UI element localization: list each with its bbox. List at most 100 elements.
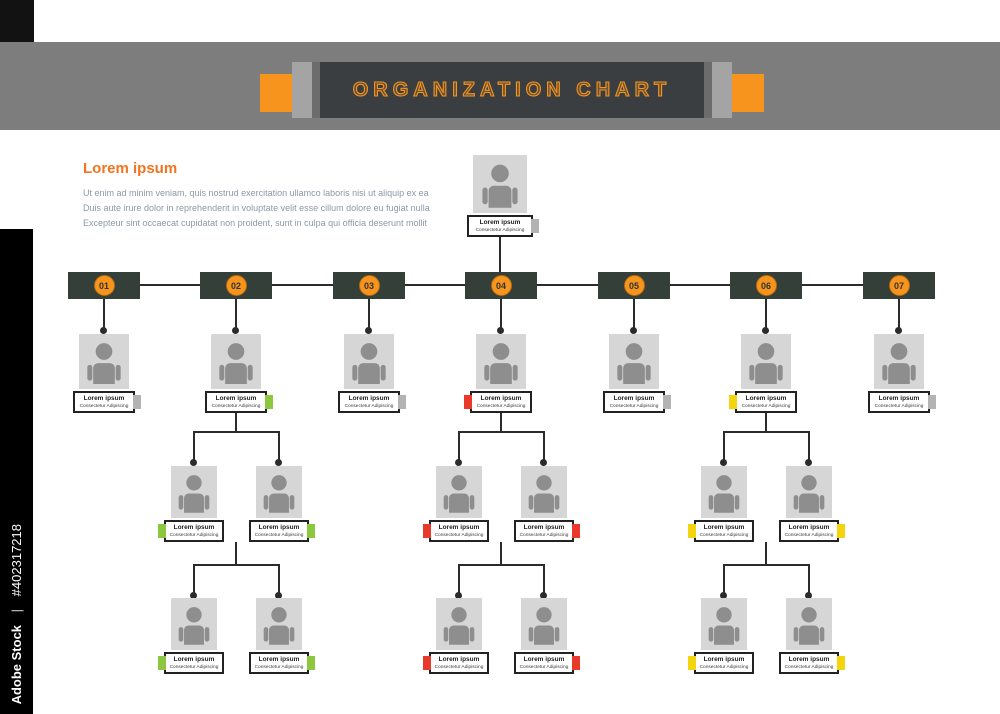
person-photo [436,598,482,650]
person-label: Lorem ipsum Consectetur Adipiscing [467,215,539,237]
person-name: Lorem ipsum [703,523,745,531]
connector-vline [458,564,460,595]
org-card-06-grandchild-2: Lorem ipsum Consectetur Adipiscing [779,598,845,674]
person-name: Lorem ipsum [788,523,830,531]
person-icon [609,334,659,389]
connector-dot [540,592,547,599]
person-icon [701,466,747,518]
org-card-04-child-1: Lorem ipsum Consectetur Adipiscing [423,466,489,542]
person-name: Lorem ipsum [613,394,655,402]
connector-vline [543,431,545,462]
person-label: Lorem ipsum Consectetur Adipiscing [423,652,489,674]
person-icon [741,334,791,389]
connector-dot [497,327,504,334]
connector-vline [723,564,725,595]
ribbon-right-cap [704,62,732,118]
corner-block [0,0,34,42]
person-icon [786,466,832,518]
connector-vline [765,542,767,566]
color-tab [423,524,431,538]
color-tab [531,219,539,233]
person-role: Consectetur Adipiscing [434,532,484,538]
person-name: Lorem ipsum [215,394,257,402]
person-photo [211,334,261,389]
connector-dot [275,592,282,599]
person-photo [79,334,129,389]
connector-hline [458,431,545,433]
connector-vline [633,299,635,330]
person-icon [786,598,832,650]
person-name: Lorem ipsum [173,523,215,531]
person-label: Lorem ipsum Consectetur Adipiscing [73,391,141,413]
connector-dot [232,327,239,334]
person-photo [171,598,217,650]
connector-vline [368,299,370,330]
org-card-04-grandchild-1: Lorem ipsum Consectetur Adipiscing [423,598,489,674]
person-name: Lorem ipsum [480,394,522,402]
person-role: Consectetur Adipiscing [874,403,924,409]
person-role: Consectetur Adipiscing [699,532,749,538]
person-label: Lorem ipsum Consectetur Adipiscing [688,652,754,674]
person-icon [256,466,302,518]
connector-vline [765,413,767,433]
color-tab [928,395,936,409]
color-tab [572,524,580,538]
intro-line: Excepteur sint occaecat cupidatat non pr… [83,218,428,228]
branch-box-01: 01 [68,272,140,299]
branch-box-06: 06 [730,272,802,299]
branch-number-badge: 03 [358,275,380,296]
color-tab [158,524,166,538]
person-name: Lorem ipsum [523,655,565,663]
person-name: Lorem ipsum [438,523,480,531]
org-card-06-child-1: Lorem ipsum Consectetur Adipiscing [688,466,754,542]
person-photo [701,466,747,518]
person-name: Lorem ipsum [788,655,830,663]
connector-hline [193,431,280,433]
person-photo [256,466,302,518]
person-label: Lorem ipsum Consectetur Adipiscing [158,652,224,674]
person-icon [476,334,526,389]
connector-vline [543,564,545,595]
connector-dot [100,327,107,334]
color-tab [729,395,737,409]
person-role: Consectetur Adipiscing [169,532,219,538]
connector-dot [720,459,727,466]
org-card-07: Lorem ipsum Consectetur Adipiscing [868,334,936,413]
person-role: Consectetur Adipiscing [475,227,525,233]
branch-number-badge: 07 [888,275,910,296]
person-photo [344,334,394,389]
color-tab [307,524,315,538]
color-tab [688,524,696,538]
person-photo [786,598,832,650]
person-role: Consectetur Adipiscing [169,664,219,670]
person-name: Lorem ipsum [258,655,300,663]
person-icon [521,466,567,518]
person-role: Consectetur Adipiscing [784,664,834,670]
person-role: Consectetur Adipiscing [254,664,304,670]
banner-title: ORGANIZATION CHART [352,78,672,101]
org-card-04: Lorem ipsum Consectetur Adipiscing [464,334,532,413]
person-icon [256,598,302,650]
color-tab [837,656,845,670]
color-tab [133,395,141,409]
connector-hline [723,431,810,433]
person-photo [521,466,567,518]
person-icon [874,334,924,389]
person-icon [211,334,261,389]
person-label: Lorem ipsum Consectetur Adipiscing [249,520,315,542]
branch-box-04: 04 [465,272,537,299]
connector-vline [278,564,280,595]
connector-vline [500,413,502,433]
person-label: Lorem ipsum Consectetur Adipiscing [779,652,845,674]
ribbon-left-tab [260,74,294,112]
intro-line: Duis aute irure dolor in reprehenderit i… [83,203,430,213]
connector-vline [278,431,280,462]
watermark-brand: Adobe Stock [9,624,24,704]
branch-box-07: 07 [863,272,935,299]
person-icon [171,466,217,518]
person-label: Lorem ipsum Consectetur Adipiscing [514,652,580,674]
connector-hline [193,564,280,566]
org-card-06-child-2: Lorem ipsum Consectetur Adipiscing [779,466,845,542]
person-role: Consectetur Adipiscing [609,403,659,409]
